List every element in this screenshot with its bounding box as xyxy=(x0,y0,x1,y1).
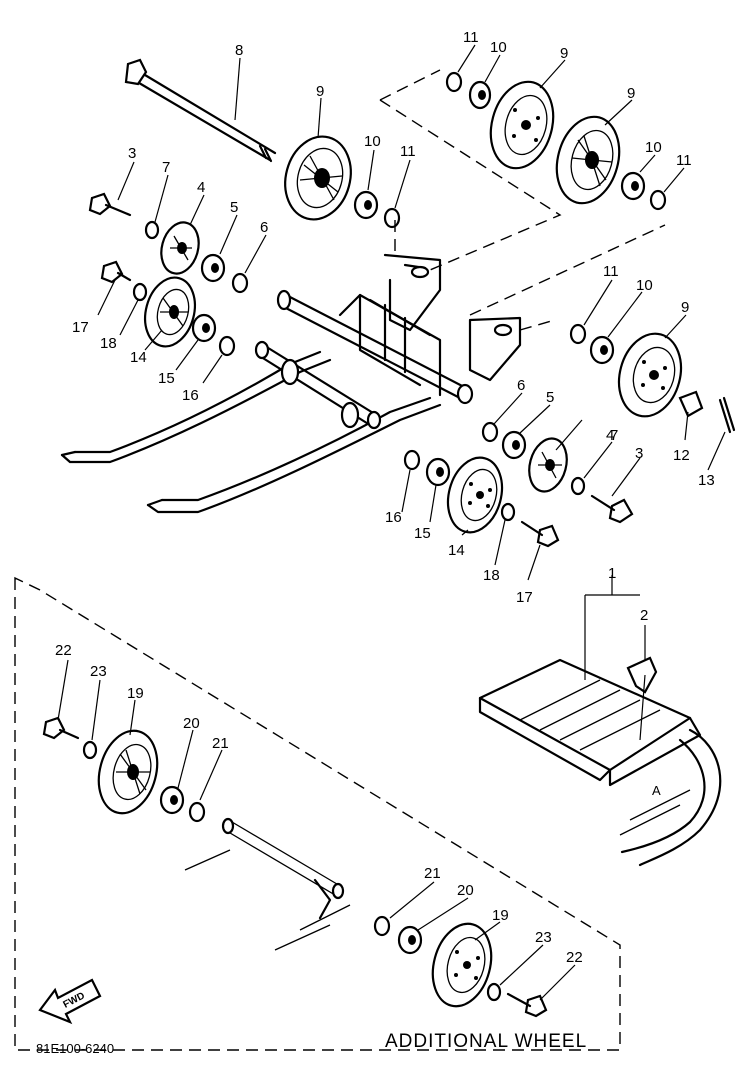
callout-20-right: 20 xyxy=(457,882,474,899)
callout-18-left: 18 xyxy=(100,335,117,352)
callout-5-left: 5 xyxy=(230,199,238,216)
slide-rail-frame xyxy=(60,69,666,514)
callout-9-upper-b: 9 xyxy=(627,85,635,102)
idler-wheel-9-right xyxy=(617,332,683,418)
bolts xyxy=(42,192,634,1018)
callout-19-right: 19 xyxy=(492,907,509,924)
callout-14-left: 14 xyxy=(130,349,147,366)
callout-6-left: 6 xyxy=(260,219,268,236)
long-bolt-8 xyxy=(124,58,277,163)
callout-20-left: 20 xyxy=(183,715,200,732)
callout-10-right: 10 xyxy=(636,277,653,294)
callout-17-right: 17 xyxy=(516,589,533,606)
callout-12: 12 xyxy=(673,447,690,464)
callout-15-left: 15 xyxy=(158,370,175,387)
leader-lines xyxy=(57,44,726,1001)
callout-9-upper-a: 9 xyxy=(560,45,568,62)
callout-21-left: 21 xyxy=(212,735,229,752)
callout-9-left: 9 xyxy=(316,83,324,100)
callout-1: 1 xyxy=(608,565,616,582)
callout-5-right: 5 xyxy=(546,389,554,406)
additional-wheel-group-outline xyxy=(14,576,621,1051)
callout-23-right: 23 xyxy=(535,929,552,946)
callout-6-right: 6 xyxy=(517,377,525,394)
callout-23-left: 23 xyxy=(90,663,107,680)
wheel-4-right xyxy=(528,437,568,493)
callout-10-upper: 10 xyxy=(490,39,507,56)
callout-17-left: 17 xyxy=(72,319,89,336)
callout-11-left: 11 xyxy=(400,143,416,160)
callout-21-right: 21 xyxy=(424,865,441,882)
callout-11-upper-right: 11 xyxy=(676,152,692,169)
idler-wheel-9-upper-a xyxy=(489,80,555,170)
wheel-14-left xyxy=(144,276,196,348)
additional-wheel-19-right xyxy=(431,922,493,1008)
callout-4-right: 4 xyxy=(606,427,614,444)
callout-9-right: 9 xyxy=(681,299,689,316)
additional-wheel-shaft xyxy=(184,817,351,951)
callout-numbers: 1 2 3 3 4 4 5 5 6 6 7 7 8 9 9 9 9 10 10 … xyxy=(55,29,715,966)
callout-18-right: 18 xyxy=(483,567,500,584)
callout-22-left: 22 xyxy=(55,642,72,659)
callout-14-right: 14 xyxy=(448,542,465,559)
idler-wheel-9-upper-b xyxy=(555,115,621,205)
fwd-arrow-icon: FWD xyxy=(38,978,102,1025)
callout-8: 8 xyxy=(235,42,243,59)
callout-16-right: 16 xyxy=(385,509,402,526)
wheel-4-left xyxy=(160,221,200,275)
idler-wheel-9-left xyxy=(284,135,352,221)
callout-7-left: 7 xyxy=(162,159,170,176)
callout-3-left: 3 xyxy=(128,145,136,162)
callout-22-right: 22 xyxy=(566,949,583,966)
wheel-14-right xyxy=(446,456,504,534)
callout-10-left: 10 xyxy=(364,133,381,150)
callout-15-right: 15 xyxy=(414,525,431,542)
diagram-code: 81E100-6240 xyxy=(36,1041,114,1056)
callout-3-right: 3 xyxy=(635,445,643,462)
additional-wheel-caption: ADDITIONAL WHEEL xyxy=(385,1031,587,1052)
callout-11-right: 11 xyxy=(603,263,619,280)
additional-wheel-19-left xyxy=(97,729,159,815)
callout-16-left: 16 xyxy=(182,387,199,404)
callout-4-left: 4 xyxy=(197,179,205,196)
callout-2: 2 xyxy=(640,607,648,624)
callout-13: 13 xyxy=(698,472,715,489)
callout-10-upper-right: 10 xyxy=(645,139,662,156)
callout-19-left: 19 xyxy=(127,685,144,702)
callout-7-right: 7 xyxy=(610,427,618,444)
callout-11-upper: 11 xyxy=(463,29,479,46)
small-hardware xyxy=(82,71,736,1002)
drive-track-1 xyxy=(478,656,722,867)
detail-mark-a: A xyxy=(652,783,661,798)
